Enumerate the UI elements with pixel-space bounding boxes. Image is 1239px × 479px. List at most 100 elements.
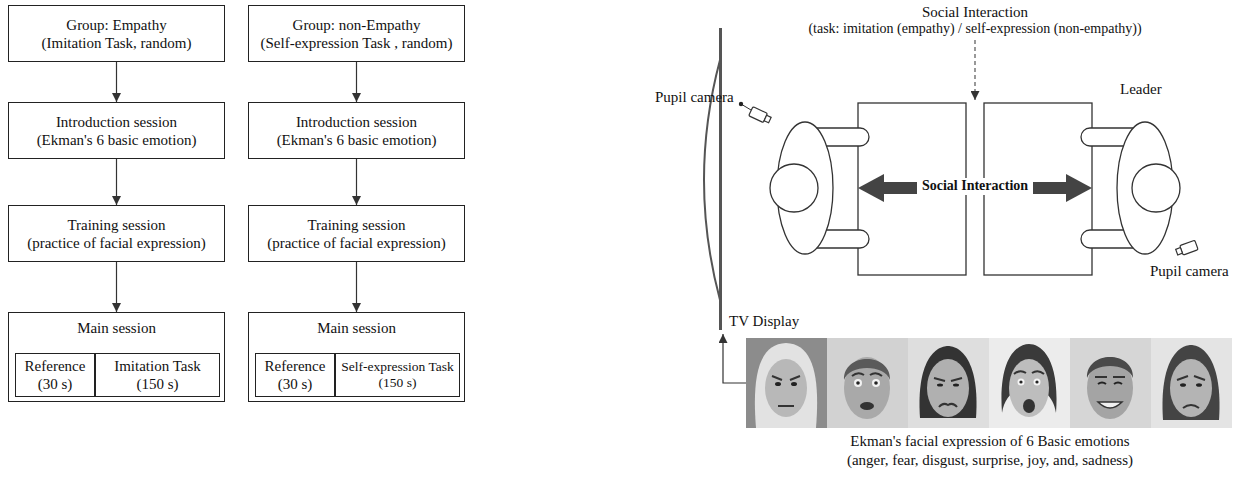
table bbox=[984, 103, 1092, 275]
mouth bbox=[860, 402, 874, 410]
mouth bbox=[939, 404, 957, 407]
part-label: TV Display bbox=[729, 312, 799, 330]
task-arrow bbox=[974, 40, 975, 100]
person-head bbox=[1132, 164, 1180, 212]
box-detail: (150 s) bbox=[379, 375, 417, 391]
face-photo bbox=[1070, 338, 1151, 428]
face bbox=[1170, 359, 1212, 417]
eye bbox=[1034, 379, 1041, 386]
hair bbox=[1087, 357, 1133, 378]
part-label: Pupil camera bbox=[655, 88, 734, 106]
face-photo bbox=[827, 338, 908, 428]
process-box: Group: non-Empathy(Self-expression Task … bbox=[248, 5, 465, 62]
tv-display-curve bbox=[704, 60, 720, 300]
caption-text: (anger, fear, disgust, surprise, joy, an… bbox=[847, 451, 1133, 469]
eye bbox=[1098, 383, 1122, 385]
face bbox=[765, 359, 807, 417]
box-heading: Training session bbox=[307, 216, 405, 234]
hair bbox=[919, 346, 976, 418]
brows bbox=[772, 376, 800, 380]
brows bbox=[934, 378, 962, 381]
leader-dot bbox=[739, 102, 743, 106]
flow-arrow bbox=[356, 262, 357, 312]
pupil bbox=[1035, 380, 1038, 383]
eye bbox=[1018, 379, 1025, 386]
duration-box: Reference(30 s) bbox=[15, 353, 95, 397]
interaction-label: Social Interaction bbox=[919, 178, 1031, 195]
brows bbox=[1095, 376, 1125, 378]
person-head bbox=[770, 164, 818, 212]
mouth bbox=[1023, 399, 1035, 413]
flow-arrow bbox=[356, 62, 357, 102]
box-detail: (150 s) bbox=[136, 375, 178, 393]
box-detail: (Ekman's 6 basic emotion) bbox=[37, 131, 197, 149]
interaction-arrow bbox=[1033, 182, 1067, 194]
eye bbox=[937, 384, 943, 387]
tv-display bbox=[719, 28, 722, 330]
photo-ground bbox=[1151, 338, 1232, 428]
eye bbox=[854, 379, 862, 387]
box-detail: (practice of facial expression) bbox=[27, 234, 206, 252]
box-heading: Training session bbox=[67, 216, 165, 234]
box-detail: (practice of facial expression) bbox=[267, 234, 446, 252]
process-box: Main sessionReference(30 s)Self-expressi… bbox=[248, 312, 465, 402]
camera-lens bbox=[1176, 248, 1183, 255]
hair bbox=[844, 359, 890, 380]
duration-box: Self-expression Task(150 s) bbox=[335, 353, 460, 397]
face-photo bbox=[1151, 338, 1232, 428]
eye bbox=[791, 382, 797, 386]
pupil bbox=[874, 381, 878, 385]
face bbox=[844, 357, 890, 419]
face-photo bbox=[908, 338, 989, 428]
role-label: Leader bbox=[1120, 80, 1162, 98]
photo-ground bbox=[827, 338, 908, 428]
face bbox=[927, 359, 969, 417]
interaction-arrow bbox=[883, 182, 917, 194]
face-photo bbox=[746, 338, 827, 428]
box-heading: Self-expression Task bbox=[341, 359, 453, 375]
camera-icon bbox=[749, 107, 772, 125]
box-detail: (Ekman's 6 basic emotion) bbox=[277, 131, 437, 149]
eye bbox=[775, 382, 781, 386]
hair bbox=[1162, 345, 1219, 420]
duration-box: Imitation Task(150 s) bbox=[95, 353, 220, 397]
display-arrow bbox=[723, 334, 746, 383]
brows bbox=[1014, 371, 1044, 374]
photo-ground bbox=[989, 338, 1070, 428]
mouth bbox=[1183, 405, 1199, 408]
flow-arrow bbox=[116, 262, 117, 312]
eye bbox=[1180, 383, 1186, 387]
face-photo bbox=[989, 338, 1070, 428]
box-heading: Reference bbox=[25, 357, 86, 375]
pupil bbox=[856, 381, 860, 385]
table bbox=[858, 103, 966, 275]
flow-arrow bbox=[356, 159, 357, 205]
box-heading: Main session bbox=[77, 319, 156, 337]
box-detail: (Imitation Task, random) bbox=[42, 34, 192, 52]
flow-arrow bbox=[116, 62, 117, 102]
box-heading: Imitation Task bbox=[114, 357, 201, 375]
box-heading: Main session bbox=[317, 319, 396, 337]
interaction-arrow bbox=[1066, 174, 1092, 202]
pupil bbox=[1019, 380, 1022, 383]
flow-arrow bbox=[116, 159, 117, 205]
hair bbox=[755, 343, 817, 428]
box-heading: Group: Empathy bbox=[66, 16, 166, 34]
eye bbox=[872, 379, 880, 387]
process-box: Introduction session(Ekman's 6 basic emo… bbox=[248, 102, 465, 159]
caption-text: Ekman's facial expression of 6 Basic emo… bbox=[850, 432, 1129, 450]
part-label: Pupil camera bbox=[1150, 262, 1229, 280]
eye bbox=[953, 384, 959, 387]
box-heading: Group: non-Empathy bbox=[293, 16, 421, 34]
interaction-arrow bbox=[858, 174, 884, 202]
box-detail: (30 s) bbox=[278, 375, 313, 393]
duration-box: Reference(30 s) bbox=[255, 353, 335, 397]
mouth bbox=[1098, 402, 1122, 408]
photo-ground bbox=[1070, 338, 1151, 428]
process-box: Training session(practice of facial expr… bbox=[248, 205, 465, 262]
note-title: Social Interaction bbox=[922, 3, 1028, 21]
eye bbox=[1196, 383, 1202, 387]
box-heading: Introduction session bbox=[296, 113, 417, 131]
camera-icon bbox=[1175, 240, 1198, 257]
